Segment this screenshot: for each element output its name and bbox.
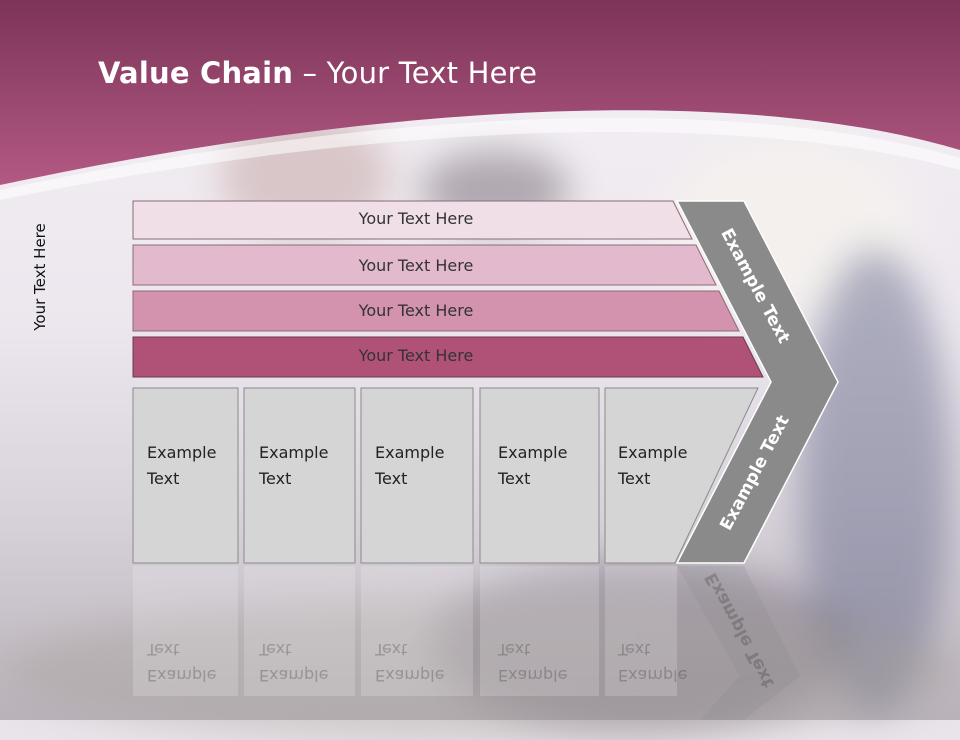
box-5-refl-line-2: Text	[618, 640, 651, 659]
box-1-line-1: Example	[147, 443, 217, 462]
box-label-1: Example Text	[147, 440, 216, 492]
chevron-arrow	[675, 200, 839, 564]
bar-label-3: Your Text Here	[358, 301, 474, 320]
bar-2	[132, 244, 717, 286]
box-reflection-label-1: Example Text	[147, 636, 216, 688]
box-4-refl-line-1: Example	[498, 666, 568, 685]
bar-1	[132, 200, 693, 240]
box-4-line-2: Text	[498, 469, 531, 488]
box-2-refl-line-1: Example	[259, 666, 329, 685]
box-reflection-label-5: Example Text	[618, 636, 687, 688]
box-4-line-1: Example	[498, 443, 568, 462]
title-bold: Value Chain	[98, 56, 294, 90]
box-label-4: Example Text	[498, 440, 567, 492]
box-reflection-label-4: Example Text	[498, 636, 567, 688]
box-3-refl-line-1: Example	[375, 666, 445, 685]
page-title: Value Chain – Your Text Here	[98, 56, 537, 90]
box-2	[243, 387, 356, 564]
box-5-line-2: Text	[618, 469, 651, 488]
box-1-line-2: Text	[147, 469, 180, 488]
box-1-refl-line-1: Example	[147, 666, 217, 685]
box-1	[132, 387, 239, 564]
chevron-reflection	[677, 566, 800, 720]
box-5	[604, 387, 759, 564]
bar-3	[132, 290, 740, 332]
box-4	[479, 387, 600, 564]
box-3-refl-line-2: Text	[375, 640, 408, 659]
box-2-line-1: Example	[259, 443, 329, 462]
bar-label-4: Your Text Here	[358, 346, 474, 365]
box-5-line-1: Example	[618, 443, 688, 462]
box-4-refl-line-2: Text	[498, 640, 531, 659]
box-3-line-2: Text	[375, 469, 408, 488]
bar-4	[132, 336, 764, 378]
header-band	[0, 0, 960, 200]
box-2-line-2: Text	[259, 469, 292, 488]
box-1-refl-line-2: Text	[147, 640, 180, 659]
box-2-refl-line-2: Text	[259, 640, 292, 659]
box-label-2: Example Text	[259, 440, 328, 492]
box-reflections	[133, 566, 677, 696]
bar-label-1: Your Text Here	[358, 209, 474, 228]
value-chain-diagram	[132, 200, 839, 720]
box-reflection-label-3: Example Text	[375, 636, 444, 688]
box-3-line-1: Example	[375, 443, 445, 462]
box-5-refl-line-1: Example	[618, 666, 688, 685]
title-rest: – Your Text Here	[293, 56, 538, 90]
box-label-5: Example Text	[618, 440, 687, 492]
box-reflection-label-2: Example Text	[259, 636, 328, 688]
box-3	[360, 387, 474, 564]
bar-label-2: Your Text Here	[358, 256, 474, 275]
box-label-3: Example Text	[375, 440, 444, 492]
